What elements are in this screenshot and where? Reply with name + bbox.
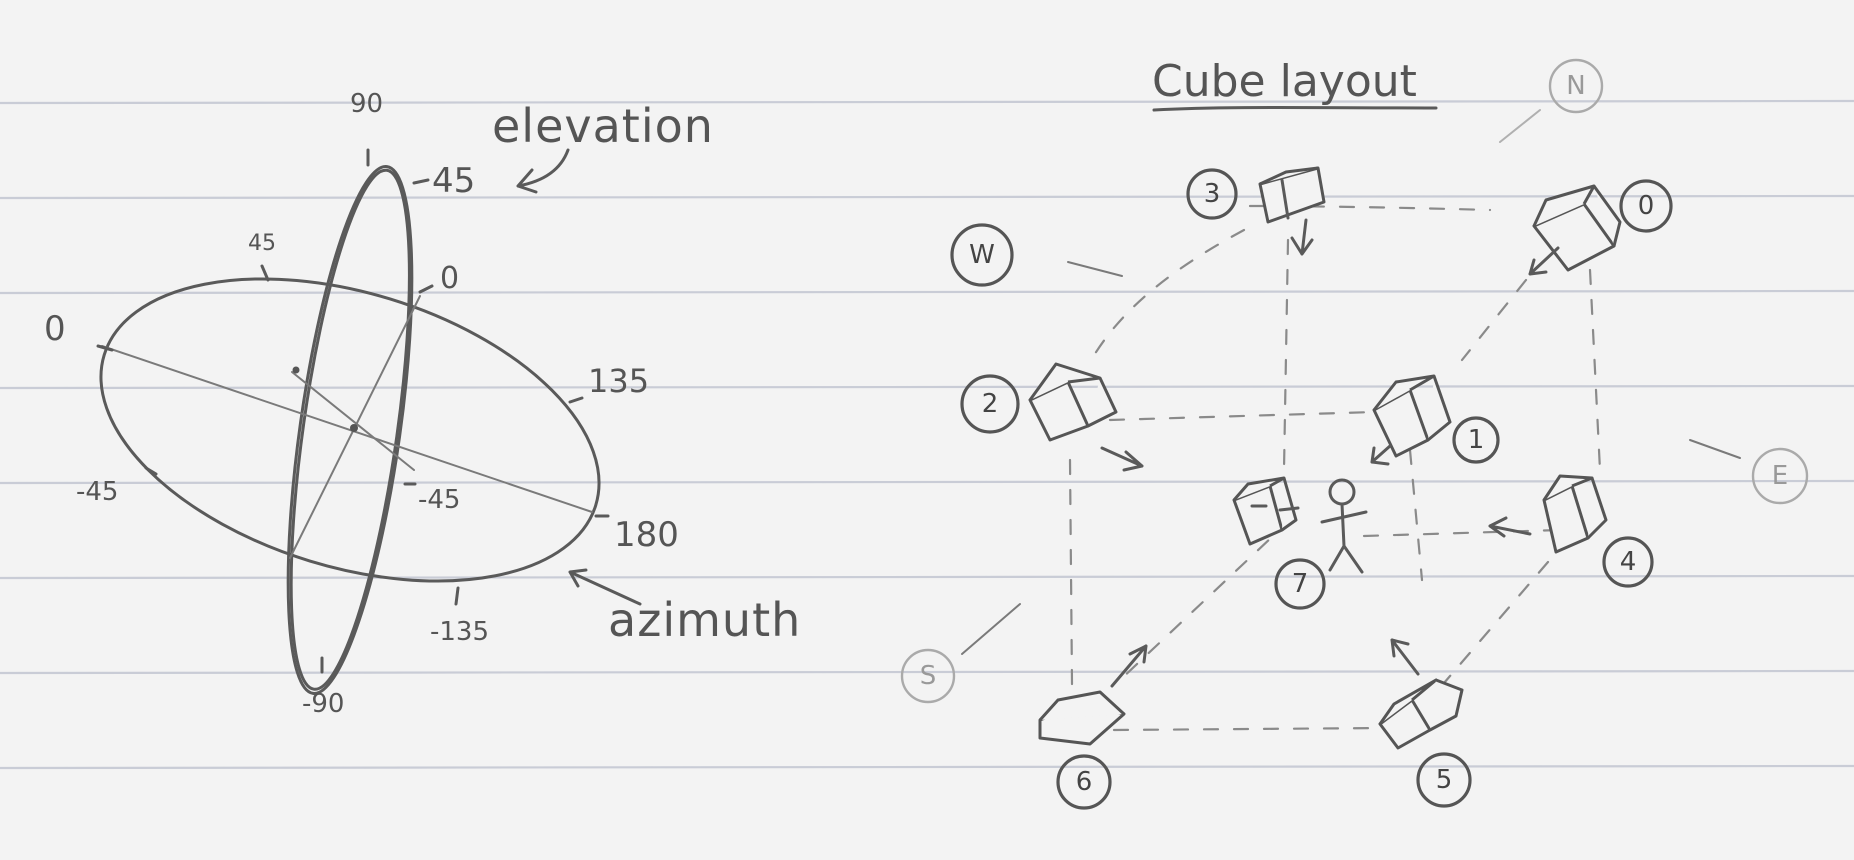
cube-1-label: 1 (1468, 425, 1485, 455)
elevation-ellipse-stroke (289, 168, 411, 691)
cube-2: 2 (960, 362, 1144, 472)
tick-el-0: 0 (440, 261, 459, 296)
cube-4-label: 4 (1620, 547, 1637, 577)
dashed-cube-edges (1068, 204, 1602, 732)
tick-el-m90: -90 (302, 689, 344, 719)
tick-az-180: 180 (614, 515, 679, 555)
azimuth-ellipse (99, 277, 601, 583)
tick-el-90: 90 (350, 89, 383, 119)
compass-north-label: N (1566, 71, 1585, 101)
tick-dot-left (292, 366, 300, 374)
cube-1: 1 (1370, 374, 1500, 466)
cube-layout-title: Cube layout (1152, 56, 1417, 107)
compass-west-label: W (969, 240, 995, 270)
cube-3: 3 (1186, 166, 1326, 256)
compass-south: S (900, 603, 1021, 704)
cube-6: 6 (1038, 644, 1148, 810)
tick-el-m45: -45 (418, 485, 460, 515)
center-point (350, 424, 358, 432)
cube-0-label: 0 (1638, 191, 1655, 221)
compass-east: E (1689, 439, 1809, 505)
compass-south-label: S (920, 661, 937, 691)
cube-5: 5 (1378, 638, 1472, 808)
elevation-arrow (516, 148, 570, 194)
elevation-azimuth-diagram: 90 45 0 -45 -90 45 0 135 -45 180 -135 el… (44, 89, 801, 719)
tick-el-45: 45 (432, 161, 475, 201)
compass-north: N (1499, 58, 1604, 143)
cube-6-label: 6 (1076, 767, 1093, 797)
compass-east-label: E (1772, 461, 1788, 491)
tick-az-135: 135 (588, 362, 649, 400)
compass-west: W (950, 223, 1123, 287)
tick-az-45: 45 (248, 231, 276, 256)
person-icon (1320, 478, 1368, 574)
tick-az-m45: -45 (76, 477, 118, 507)
azimuth-arrow (568, 568, 642, 606)
elevation-ellipse (286, 164, 414, 696)
azimuth-label: azimuth (608, 593, 801, 647)
cube-7: 7 (1232, 476, 1326, 610)
elevation-label: elevation (492, 99, 714, 153)
cube-7-label: 7 (1292, 569, 1309, 599)
tick-az-m135: -135 (430, 617, 489, 647)
axis-line-3 (291, 371, 415, 471)
axis-line-1 (101, 345, 593, 513)
cube-4: 4 (1488, 474, 1654, 588)
cube-3-label: 3 (1204, 179, 1221, 209)
cube-layout-diagram: Cube layout N W E S (900, 56, 1809, 810)
tick-az-0: 0 (44, 309, 66, 349)
tick-marks (96, 148, 610, 674)
cube-0: 0 (1528, 179, 1673, 276)
title-underline (1152, 106, 1438, 112)
cube-5-label: 5 (1436, 765, 1453, 795)
cube-2-label: 2 (982, 389, 999, 419)
